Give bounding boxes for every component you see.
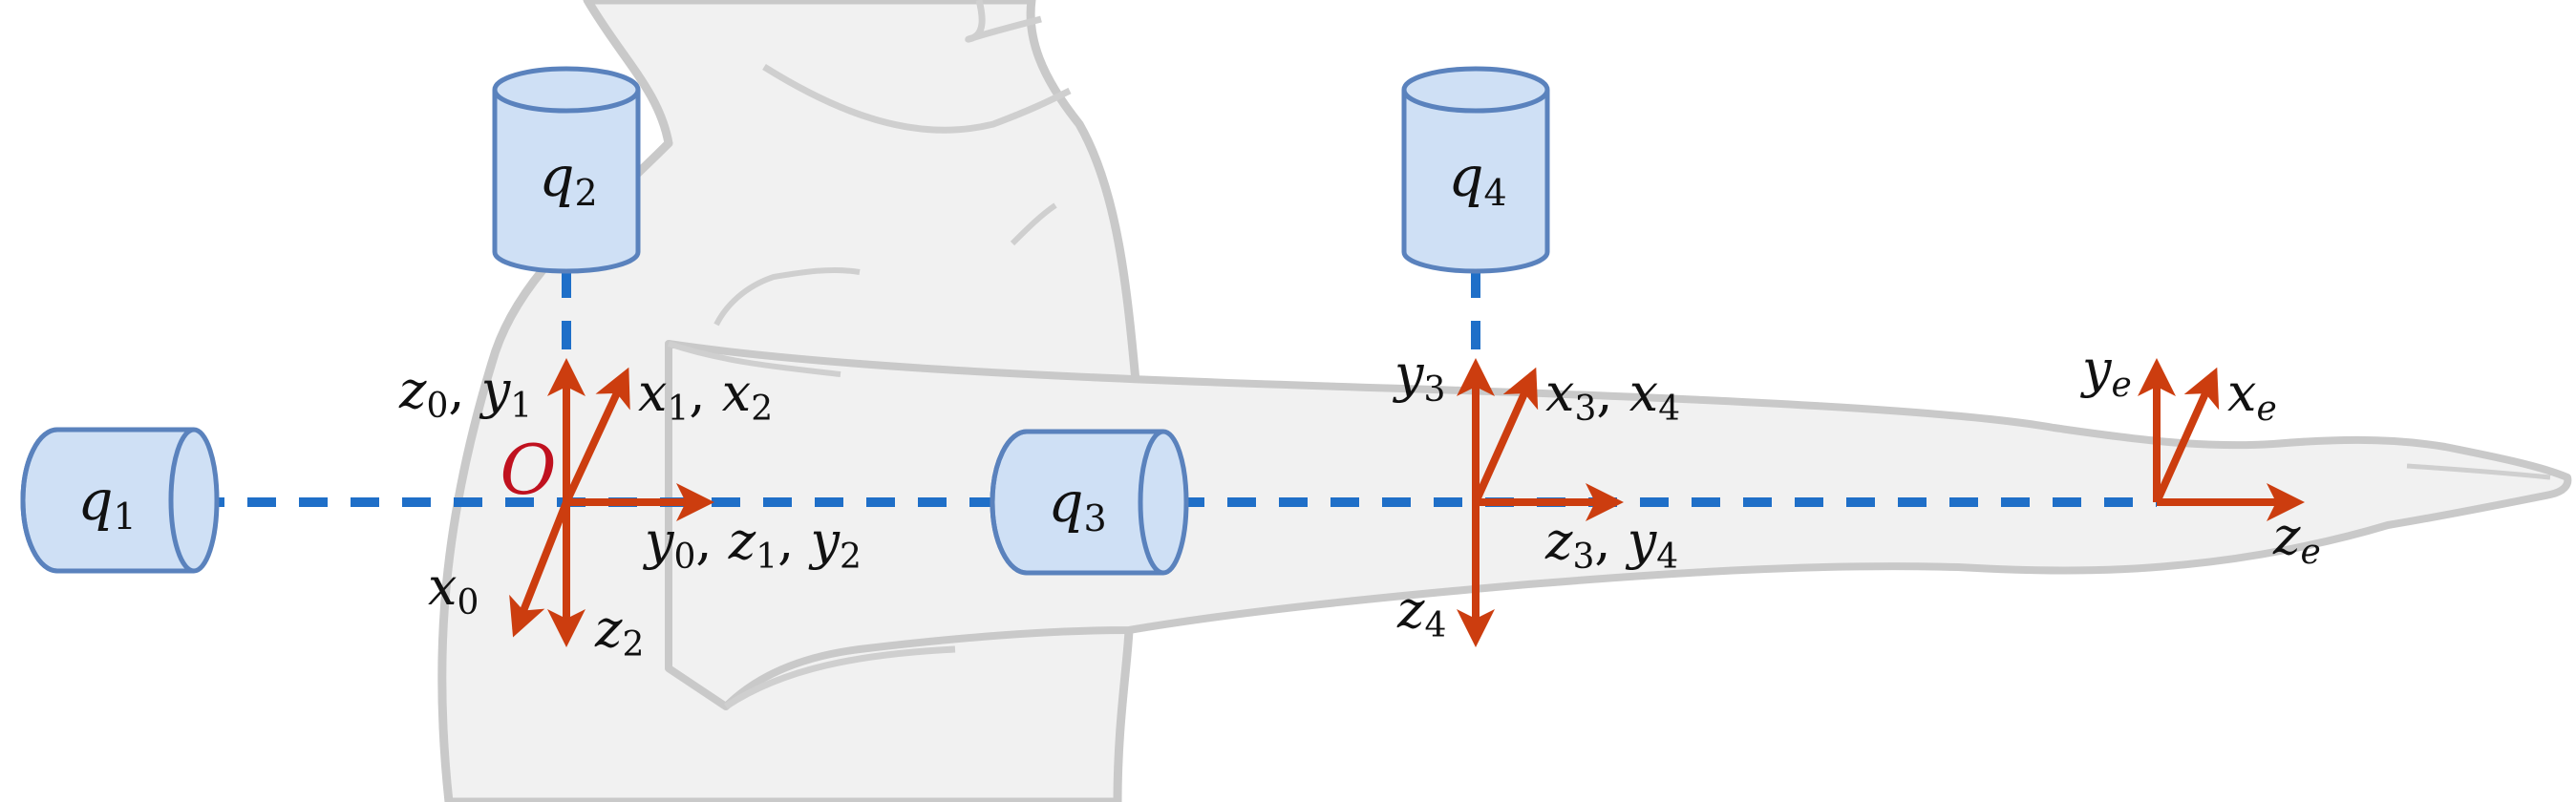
axis-shoulder-diag-up [563,367,630,504]
label-ee-right: ze [2272,506,2321,572]
label-shoulder-up: z0, y1 [398,360,532,426]
joint-q1-label: q1 [77,468,136,538]
label-elbow-up: y3 [1393,344,1445,410]
joint-q4: q4 [1401,66,1550,274]
frame-elbow [1457,358,1624,647]
lower-arm-edge [724,645,956,709]
label-shoulder-down: z2 [594,599,644,665]
joint-q2-label: q2 [539,144,597,214]
label-elbow-right: z3, y4 [1544,511,1678,577]
joint-q4-label: q4 [1448,144,1506,214]
frame-end-effector [2138,358,2305,521]
frame-shoulder [509,358,714,647]
label-ee-diag-up: xe [2227,363,2277,429]
finger-line [2406,463,2551,480]
label-shoulder-diag-up: x1, x2 [638,363,773,429]
armpit-line [668,341,841,377]
label-elbow-down: z4 [1396,580,1446,645]
joint-q1: q1 [20,427,220,574]
collarbone-line [762,64,1072,134]
origin-label: O [500,430,556,510]
label-elbow-diag-up: x3, x4 [1545,363,1680,429]
axis-shoulder-diag-down [509,500,570,638]
label-shoulder-right: y0, z1, y2 [643,511,862,577]
label-ee-up: ye [2080,339,2132,405]
joint-q3: q3 [990,429,1189,576]
label-shoulder-diag-down: x0 [428,557,479,623]
chest-line-1 [713,266,861,327]
joint-q2: q2 [492,66,641,274]
axis-elbow-diag-up [1472,367,1539,504]
neck-line [965,0,1042,43]
axis-ee-diag-up [2153,367,2220,504]
joint-q3-label: q3 [1048,470,1106,539]
chest-line-2 [1010,202,1057,246]
